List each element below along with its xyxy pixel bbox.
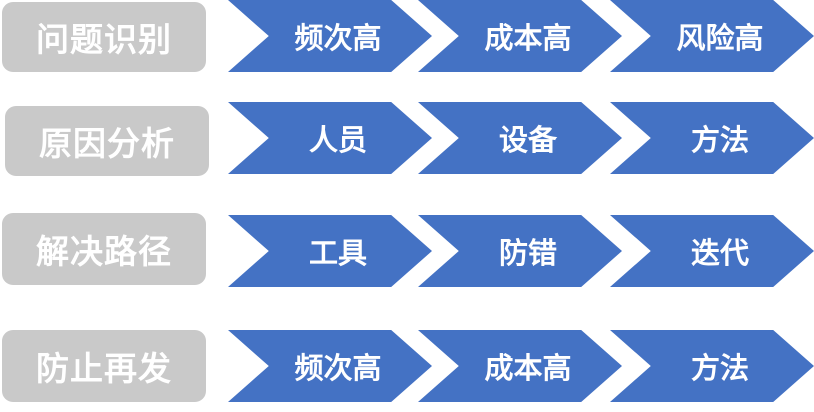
step-chevron: 工具 bbox=[228, 215, 432, 287]
step-chevron: 设备 bbox=[418, 102, 622, 174]
row-root-cause-analysis: 原因分析 人员 设备 方法 bbox=[0, 102, 814, 176]
stage-label: 问题识别 bbox=[2, 2, 206, 72]
row-solution-path: 解决路径 工具 防错 迭代 bbox=[0, 213, 814, 287]
row-prevent-recurrence: 防止再发 频次高 成本高 方法 bbox=[0, 330, 814, 402]
step-chevron: 方法 bbox=[610, 102, 814, 174]
step-chevron: 方法 bbox=[610, 330, 814, 402]
step-chevron: 人员 bbox=[228, 102, 432, 174]
step-chevron: 成本高 bbox=[418, 0, 622, 72]
step-chevron: 频次高 bbox=[228, 330, 432, 402]
step-chevron: 风险高 bbox=[610, 0, 814, 72]
row-problem-identification: 问题识别 频次高 成本高 风险高 bbox=[0, 0, 814, 72]
stage-label: 原因分析 bbox=[5, 106, 209, 176]
stage-label: 解决路径 bbox=[2, 213, 206, 285]
step-chevron: 防错 bbox=[418, 215, 622, 287]
stage-label: 防止再发 bbox=[2, 330, 206, 402]
step-chevron: 频次高 bbox=[228, 0, 432, 72]
step-chevron: 成本高 bbox=[418, 330, 622, 402]
step-chevron: 迭代 bbox=[610, 215, 814, 287]
